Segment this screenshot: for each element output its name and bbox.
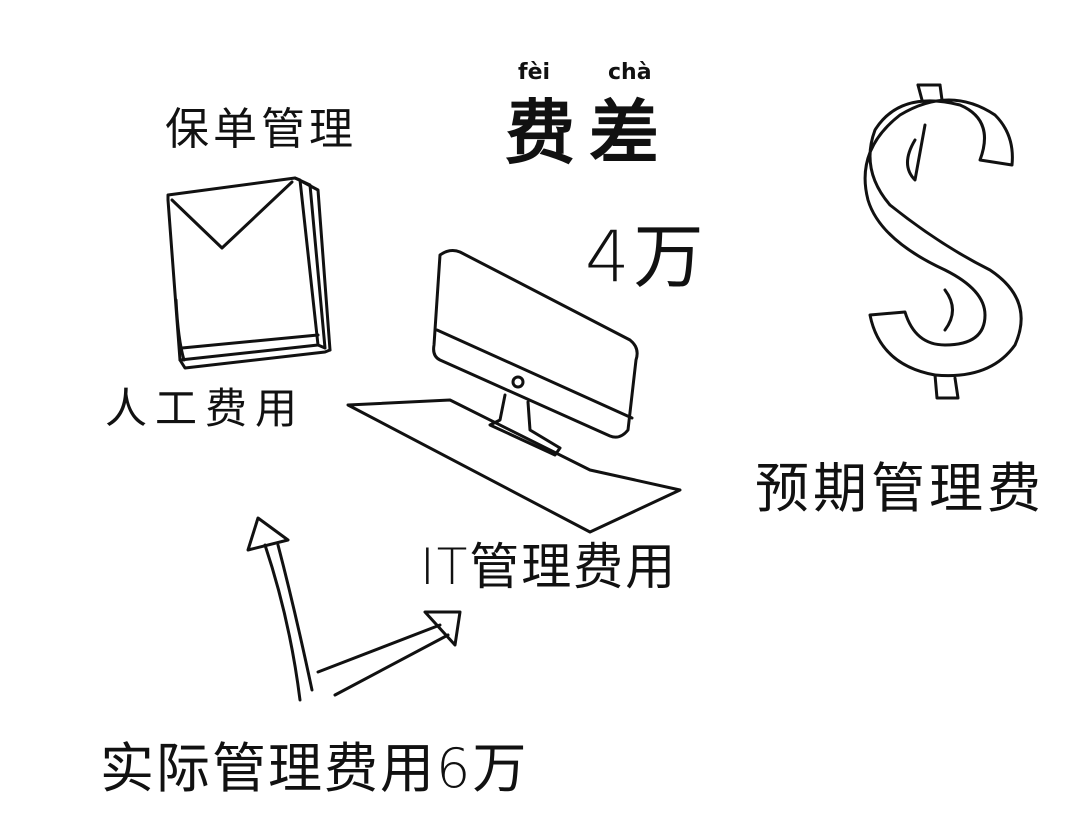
label-expected-fee: 预期管理费	[755, 457, 1045, 520]
dollar-sign-icon	[863, 83, 1023, 400]
arrow-icon	[246, 516, 462, 702]
label-it-cost: IT管理费用	[420, 538, 678, 596]
pinyin-fei: fèi	[518, 60, 551, 85]
computer-monitor-icon	[346, 249, 682, 534]
book-stack-icon	[166, 176, 332, 370]
label-labor-cost: 人工费用	[105, 384, 306, 433]
pinyin-cha: chà	[608, 60, 652, 85]
label-difference-amount: 4万	[585, 216, 708, 298]
title-hanzi: 费差	[505, 92, 673, 174]
label-actual-fee: 实际管理费用6万	[100, 737, 529, 800]
label-policy-management: 保单管理	[165, 104, 357, 155]
